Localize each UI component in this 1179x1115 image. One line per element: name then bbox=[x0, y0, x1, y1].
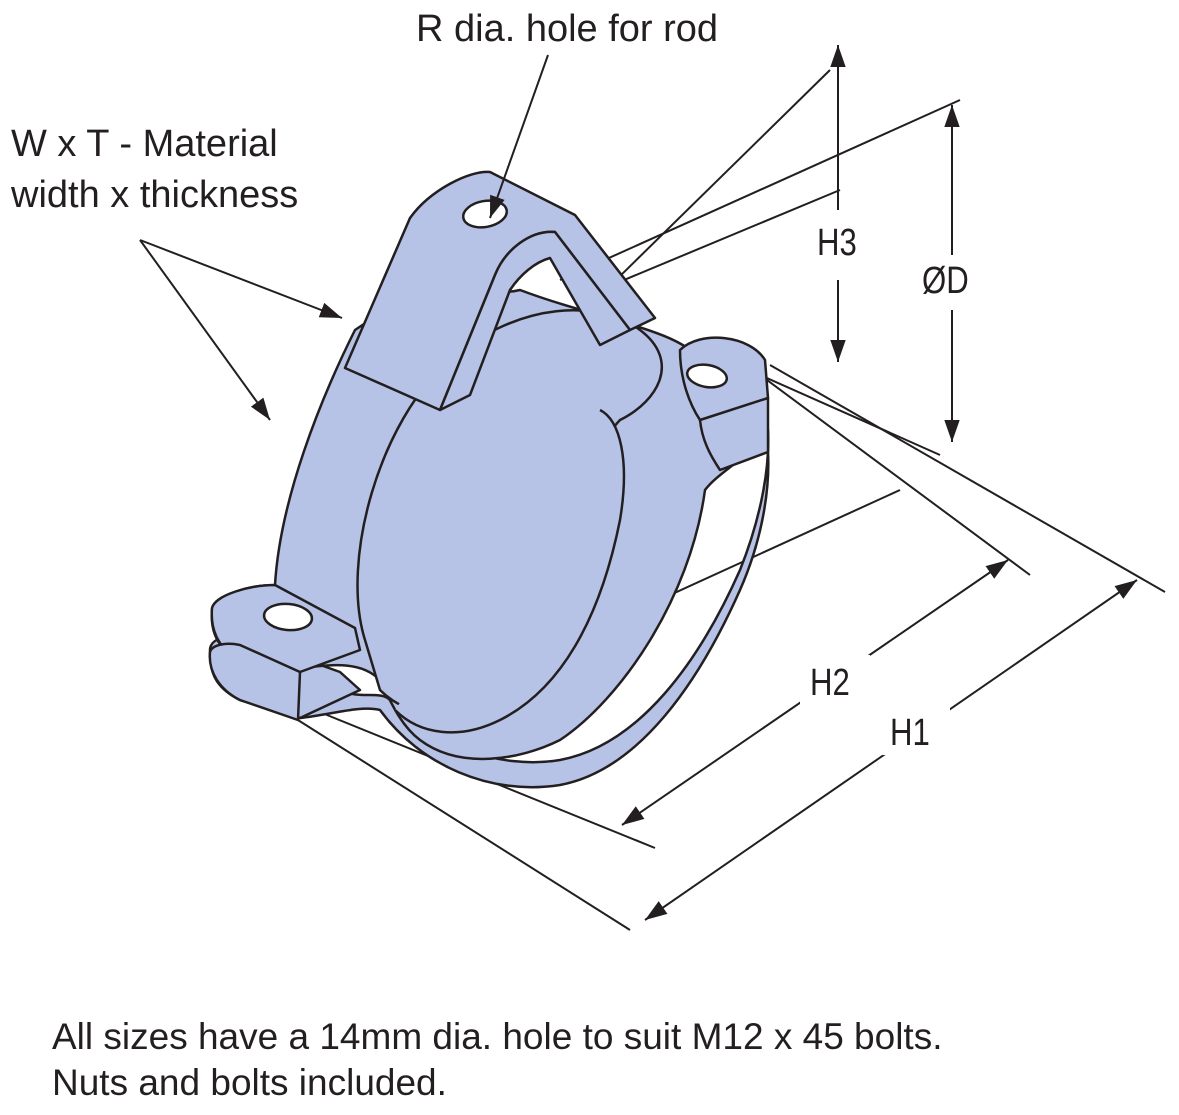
rod-hole-callout: R dia. hole for rod bbox=[416, 8, 719, 50]
extension-line bbox=[599, 189, 841, 291]
h1-label: H1 bbox=[890, 712, 930, 754]
rod-hole-leader bbox=[489, 54, 549, 219]
bolt-hole-left bbox=[262, 602, 314, 632]
note-line2: Nuts and bolts included. bbox=[52, 1062, 447, 1103]
extension-line bbox=[289, 714, 631, 931]
material-callout-line2: width x thickness bbox=[11, 174, 299, 216]
od-label: ØD bbox=[922, 260, 969, 302]
material-leader bbox=[139, 239, 271, 421]
bottom-plate-lower bbox=[208, 642, 302, 722]
right-flange-lower bbox=[698, 396, 770, 472]
bolt-hole-right bbox=[685, 363, 729, 389]
note: All sizes have a 14mm dia. hole to suit … bbox=[52, 1014, 943, 1106]
extension-line bbox=[739, 359, 1031, 576]
extension-line bbox=[769, 364, 1166, 593]
note-line1: All sizes have a 14mm dia. hole to suit … bbox=[52, 1016, 943, 1057]
hanger-strap-inner bbox=[438, 230, 632, 412]
h2-label: H2 bbox=[810, 662, 850, 704]
material-leader bbox=[139, 239, 343, 319]
material-callout-line1: W x T - Material bbox=[11, 123, 278, 165]
extension-line bbox=[759, 374, 941, 456]
extension-line bbox=[559, 99, 961, 281]
ring-inner-face bbox=[394, 408, 626, 734]
h3-label: H3 bbox=[817, 222, 857, 264]
pipe-clamp bbox=[208, 170, 770, 789]
